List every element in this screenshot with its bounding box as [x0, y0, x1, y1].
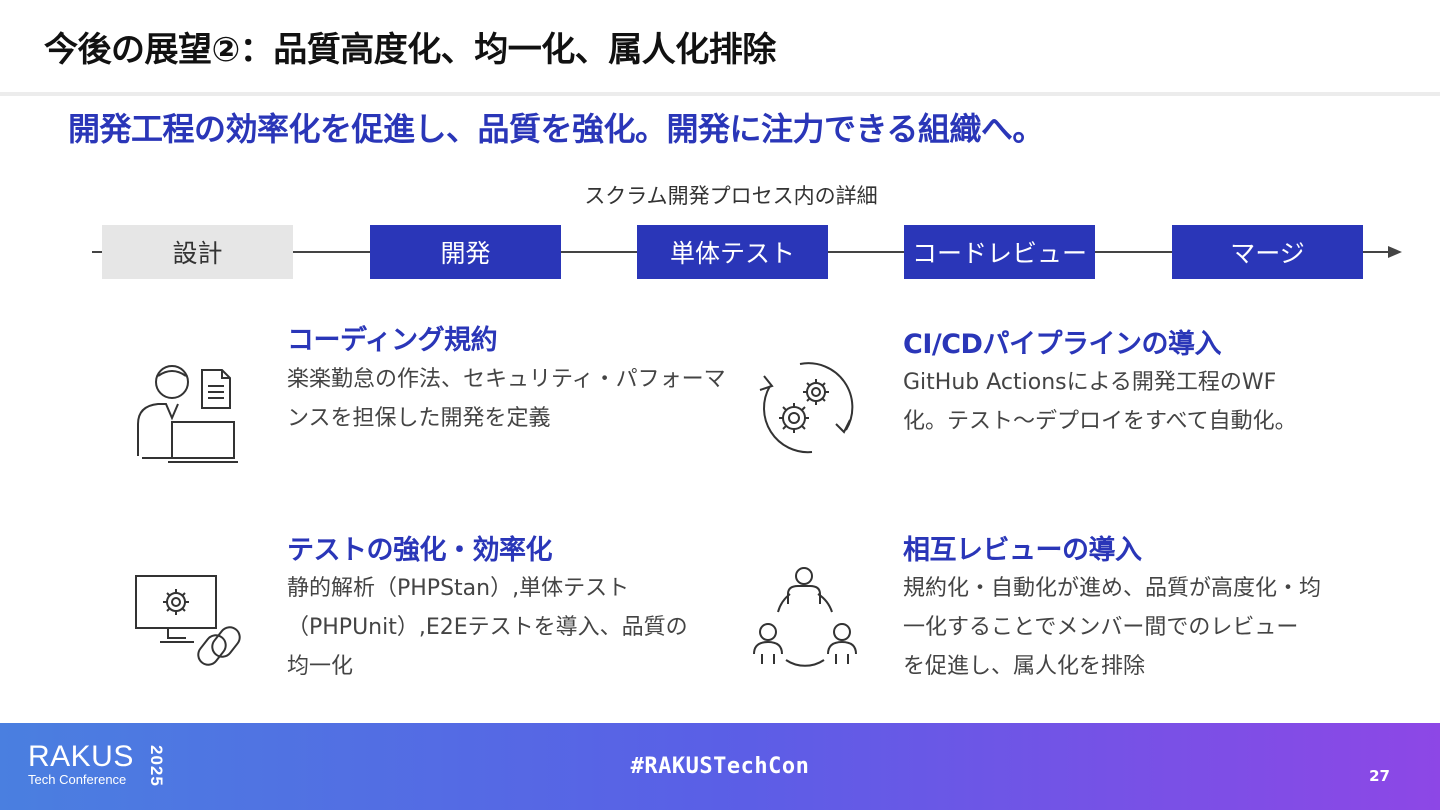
process-step-design: 設計 — [102, 225, 293, 279]
event-hashtag: #RAKUSTechCon — [630, 754, 810, 779]
title-divider — [0, 92, 1440, 96]
feature-title-peer-review: 相互レビューの導入 — [903, 535, 1142, 566]
feature-title-coding-standards: コーディング規約 — [287, 325, 498, 356]
process-step-merge: マージ — [1172, 225, 1363, 279]
logo-subtitle: Tech Conference — [28, 772, 127, 787]
feature-title-cicd: CI/CDパイプラインの導入 — [903, 329, 1221, 360]
process-caption: スクラム開発プロセス内の詳細 — [584, 184, 878, 208]
process-step-development: 開発 — [370, 225, 561, 279]
footer-bar: RAKUS Tech Conference 2025 #RAKUSTechCon… — [0, 723, 1440, 810]
timeline-arrow-icon — [1388, 246, 1402, 258]
page-number: 27 — [1369, 767, 1390, 785]
feature-desc-cicd: GitHub Actionsによる開発工程のWF 化。テスト～デプロイをすべて自… — [903, 363, 1343, 441]
desc-line: ンスを担保した開発を定義 — [287, 406, 551, 431]
team-circle-icon — [752, 564, 862, 670]
desc-line: 規約化・自動化が進め、品質が高度化・均 — [903, 576, 1322, 601]
desc-line: 化。テスト～デプロイをすべて自動化。 — [903, 409, 1297, 434]
desc-line: 均一化 — [287, 654, 354, 679]
desc-line: 楽楽勤怠の作法、セキュリティ・パフォーマ — [287, 367, 726, 392]
rakus-tech-conference-logo: RAKUS Tech Conference 2025 — [28, 740, 166, 787]
feature-title-testing: テストの強化・効率化 — [287, 535, 553, 566]
developer-document-icon — [130, 362, 240, 468]
page-title: 今後の展望②：品質高度化、均一化、属人化排除 — [44, 30, 776, 70]
feature-desc-coding-standards: 楽楽勤怠の作法、セキュリティ・パフォーマ ンスを担保した開発を定義 — [287, 360, 727, 438]
desc-line: GitHub Actionsによる開発工程のWF — [903, 370, 1277, 395]
desc-line: （PHPUnit）,E2Eテストを導入、品質の — [287, 615, 688, 640]
desc-line: 一化することでメンバー間でのレビュー — [903, 615, 1299, 640]
feature-desc-peer-review: 規約化・自動化が進め、品質が高度化・均 一化することでメンバー間でのレビュー を… — [903, 569, 1343, 686]
monitor-gear-icon — [132, 572, 242, 676]
logo-word: RAKUS — [28, 740, 134, 773]
desc-line: を促進し、属人化を排除 — [903, 654, 1146, 679]
slide-subtitle: 開発工程の効率化を促進し、品質を強化。開発に注力できる組織へ。 — [68, 110, 1044, 148]
feature-desc-testing: 静的解析（PHPStan）,単体テスト （PHPUnit）,E2Eテストを導入、… — [287, 569, 727, 686]
desc-line: 静的解析（PHPStan）,単体テスト — [287, 576, 630, 601]
process-step-code-review: コードレビュー — [904, 225, 1095, 279]
process-step-unit-test: 単体テスト — [637, 225, 828, 279]
gears-cycle-icon — [752, 358, 860, 458]
